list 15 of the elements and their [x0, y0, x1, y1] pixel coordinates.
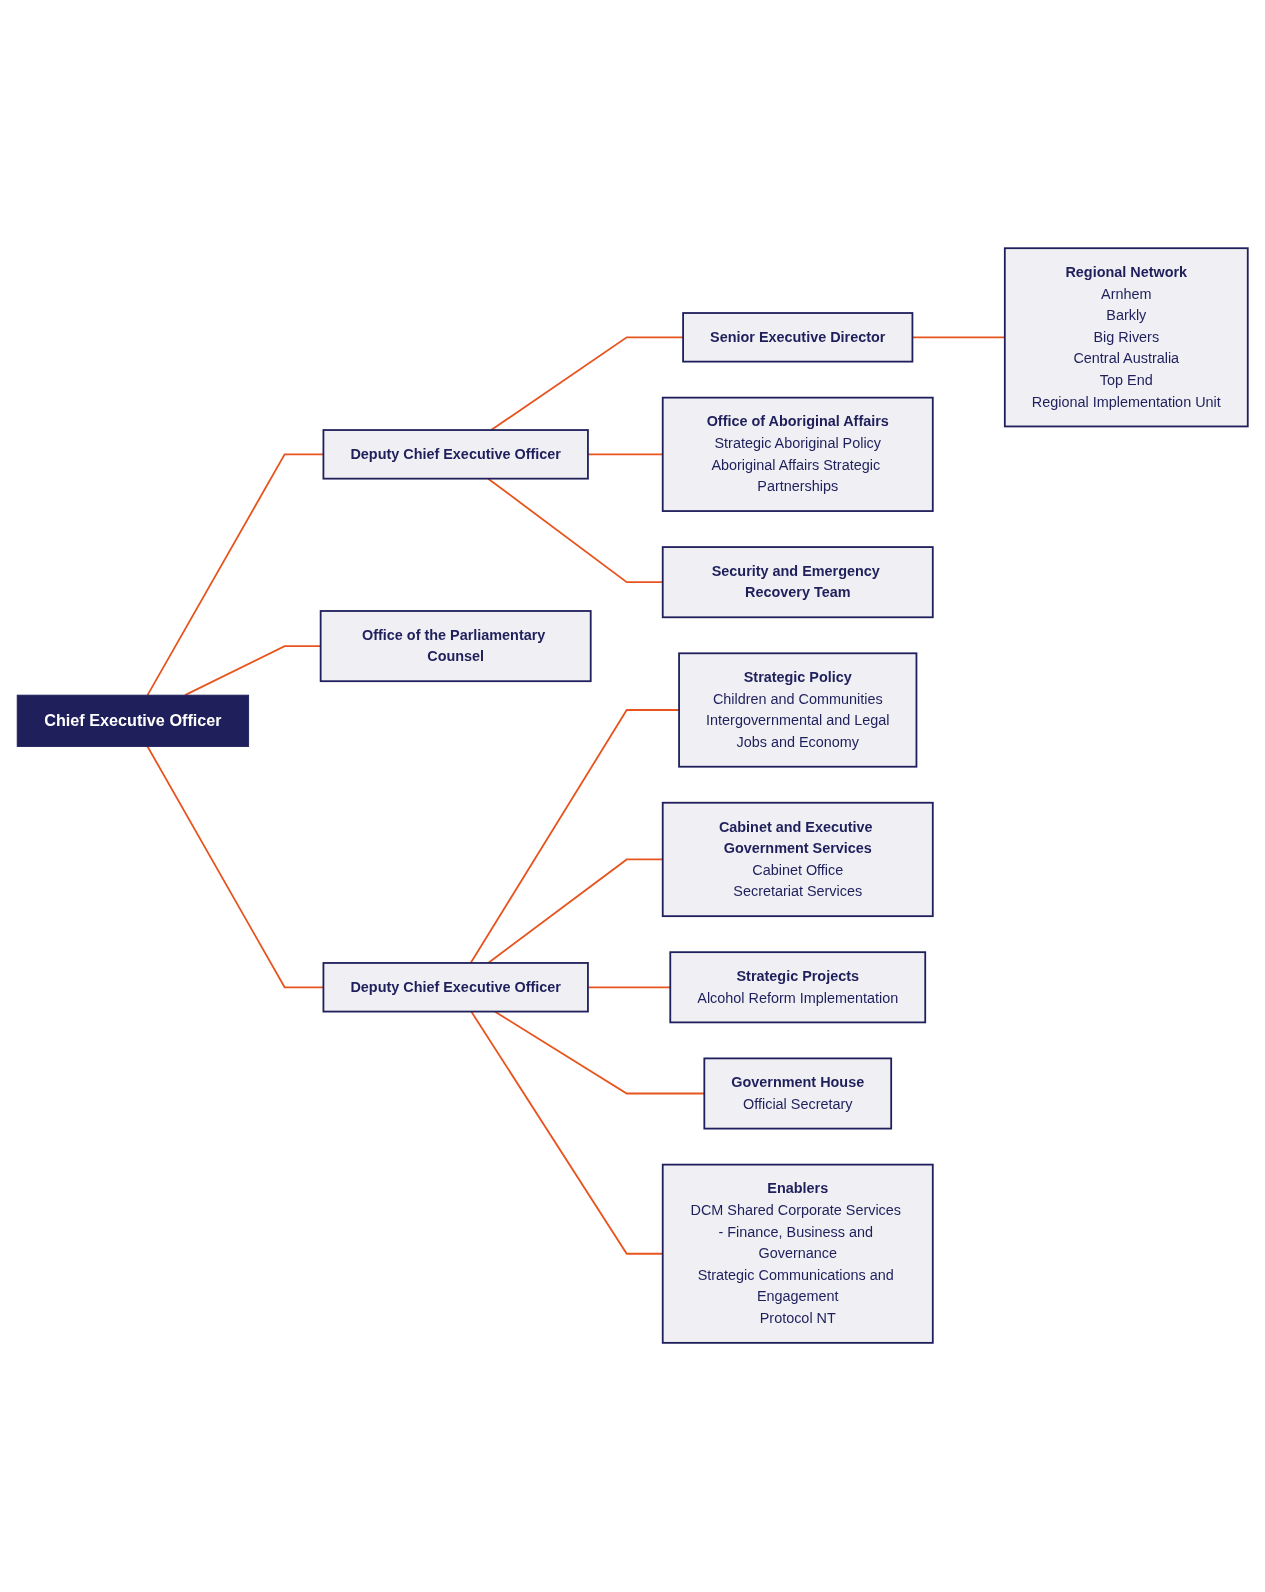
node-box: Security and Emergency Recovery Team [661, 546, 934, 619]
node-box: Strategic Policy Children and Communities Intergovernmental and Legal Jobs and Economy [678, 652, 918, 769]
node-box: Deputy Chief Executive Officer [322, 429, 589, 481]
node-box: Chief Executive Officer [16, 695, 250, 748]
node-box: Office of the Parliamentary Counsel [319, 610, 592, 683]
node-box: Enablers DCM Shared Corporate Services - Finance, Business and Governance Strategic Communications and Engagement Protocol NT [661, 1164, 934, 1345]
node-box: Regional Network Arnhem Barkly Big Rivers Central Australia Top End Regional Implementation Unit [1003, 247, 1249, 428]
node-box: Deputy Chief Executive Officer [322, 962, 589, 1013]
connector [469, 709, 680, 965]
node-box: Senior Executive Director [682, 312, 914, 363]
connector [490, 336, 684, 432]
node-box: Strategic Projects Alcohol Reform Implementation [669, 951, 927, 1024]
node-box: Cabinet and Executive Government Services Cabinet Office Secretariat Services [661, 802, 934, 918]
node-box: Office of Aboriginal Affairs Strategic Aboriginal Policy Aboriginal Affairs Strategic Partnerships [661, 397, 934, 513]
node-box: Government House Official Secretary [703, 1057, 893, 1130]
